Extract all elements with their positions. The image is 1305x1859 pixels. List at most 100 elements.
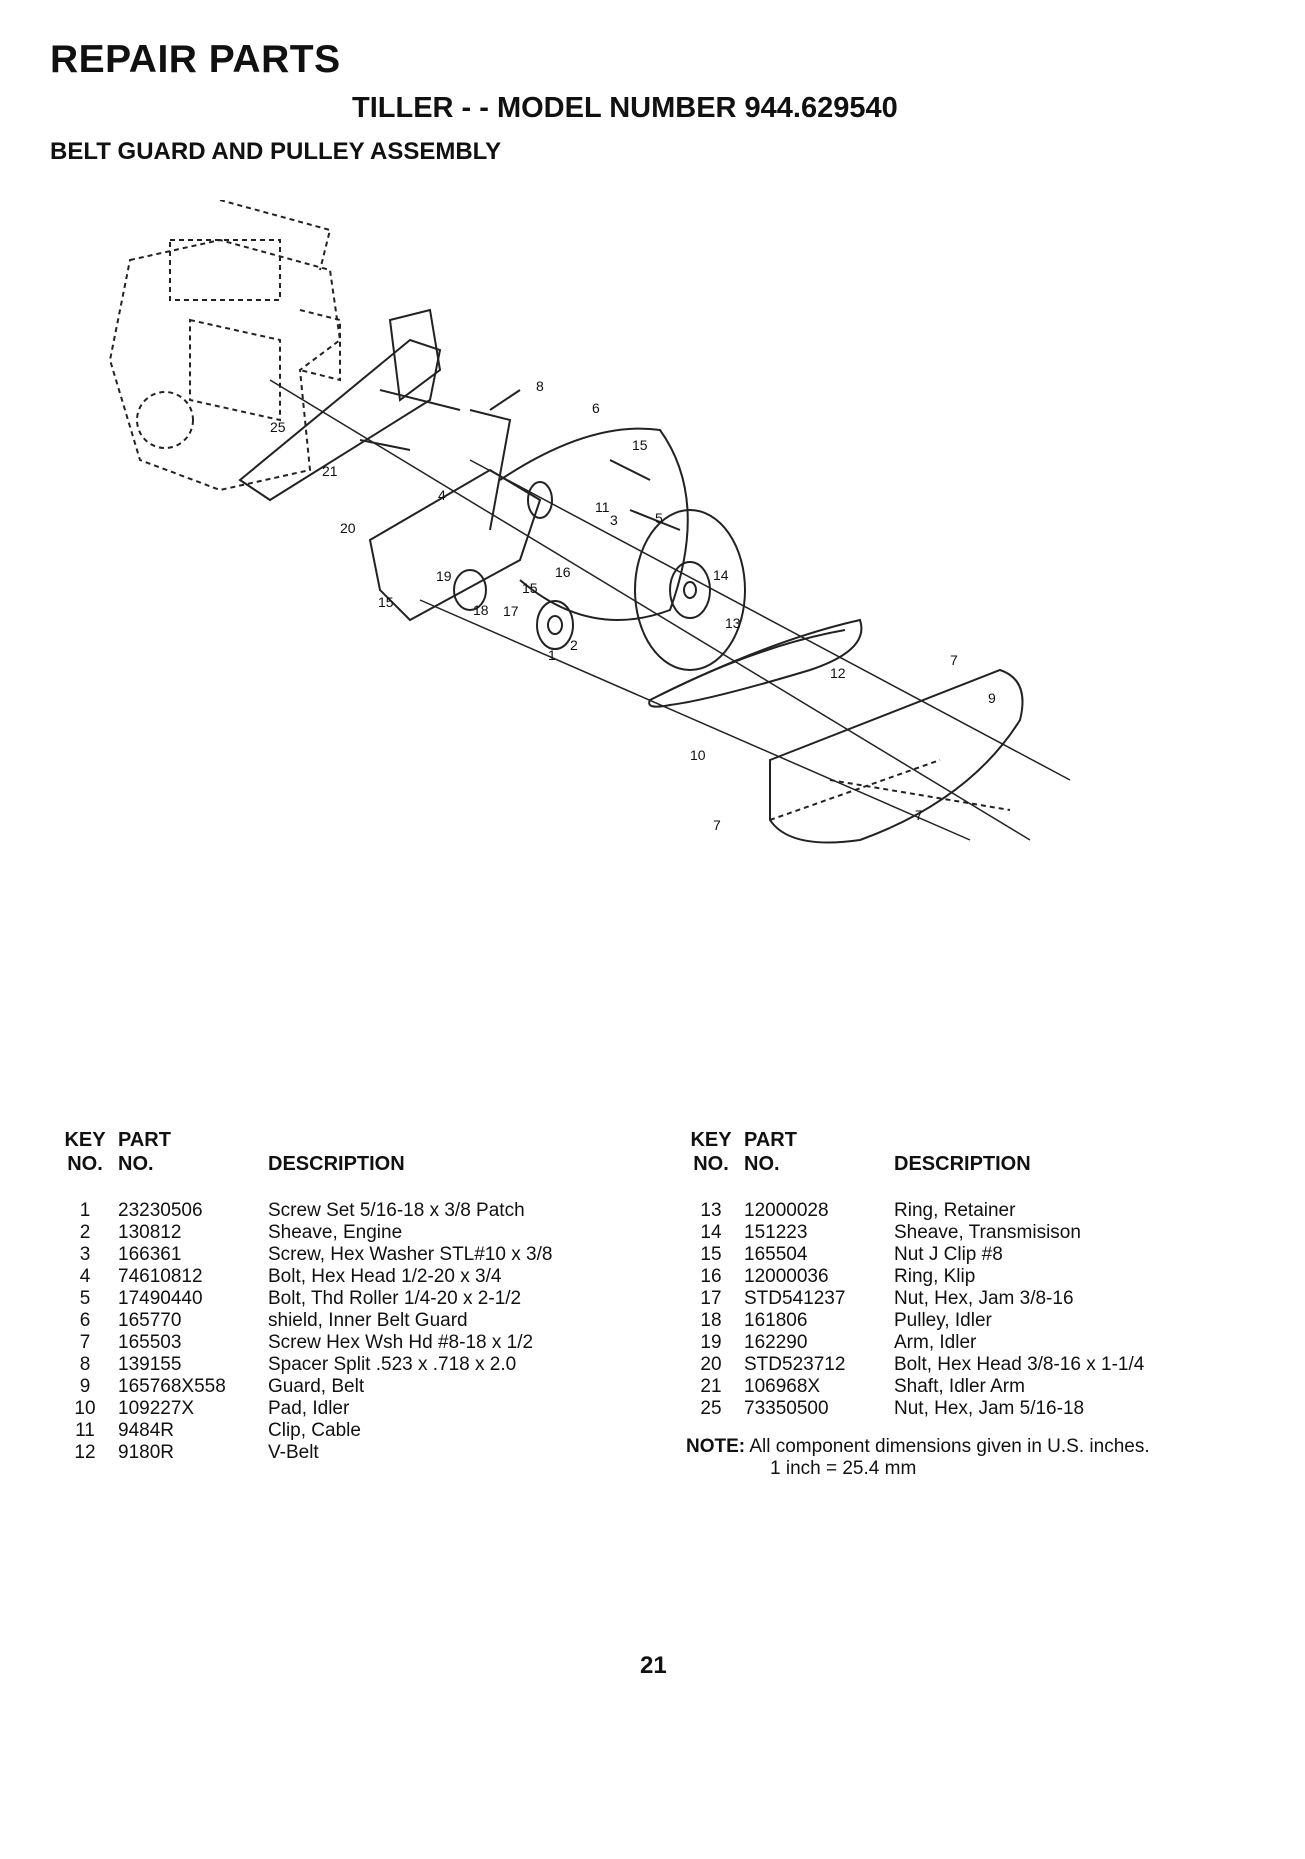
description-cell: Bolt, Hex Head 1/2-20 x 3/4 [268, 1266, 502, 1287]
callout-14: 14 [713, 567, 729, 583]
description-cell: shield, Inner Belt Guard [268, 1310, 468, 1331]
part-no-cell: 23230506 [118, 1200, 203, 1221]
table-row: 7 165503 Screw Hex Wsh Hd #8-18 x 1/2 [60, 1332, 552, 1354]
key-no-cell: 17 [700, 1288, 722, 1309]
note-line1: All component dimensions given in U.S. i… [749, 1436, 1150, 1457]
description-cell: Guard, Belt [268, 1376, 365, 1397]
callout-3: 3 [610, 512, 618, 528]
table-row: 1 23230506 Screw Set 5/16-18 x 3/8 Patch [60, 1200, 552, 1222]
part-no-cell: 74610812 [118, 1266, 203, 1287]
part-no-cell: 165503 [118, 1332, 182, 1353]
callout-2: 2 [570, 637, 578, 653]
description-cell: Screw, Hex Washer STL#10 x 3/8 [268, 1244, 553, 1265]
table-row: 4 74610812 Bolt, Hex Head 1/2-20 x 3/4 [60, 1266, 552, 1288]
callout-9: 9 [988, 690, 996, 706]
description-header: DESCRIPTION [268, 1153, 405, 1175]
transmission-sheave [634, 509, 746, 671]
belt-guard [769, 668, 1024, 844]
part-no-cell: 73350500 [744, 1398, 829, 1419]
part-no-cell: 165768X558 [118, 1376, 226, 1397]
key-no-cell: 5 [79, 1288, 91, 1309]
v-belt [648, 618, 863, 708]
description-cell: Pulley, Idler [894, 1310, 992, 1331]
part-no-cell: 162290 [744, 1332, 808, 1353]
callout-12: 12 [830, 665, 846, 681]
page-title: REPAIR PARTS [50, 38, 341, 81]
callout-15c: 15 [378, 594, 394, 610]
part-no-cell: 9484R [118, 1420, 174, 1441]
callout-19: 19 [436, 568, 452, 584]
callout-18: 18 [473, 602, 489, 618]
description-cell: Screw Set 5/16-18 x 3/8 Patch [268, 1200, 525, 1221]
key-no-cell: 6 [79, 1310, 91, 1331]
idler-pulley [453, 569, 487, 611]
description-cell: Bolt, Thd Roller 1/4-20 x 2-1/2 [268, 1288, 522, 1309]
description-cell: Screw Hex Wsh Hd #8-18 x 1/2 [268, 1332, 534, 1353]
part-no-cell: 12000028 [744, 1200, 829, 1221]
description-cell: Sheave, Engine [268, 1222, 403, 1243]
key-no-cell: 4 [79, 1266, 91, 1287]
key-no-cell: 20 [700, 1354, 722, 1375]
part-no-cell: 151223 [744, 1222, 808, 1243]
part-no-cell: 165504 [744, 1244, 808, 1265]
diagram-svg: 1 2 3 4 5 6 7 7 7 8 9 10 11 12 13 14 15 … [108, 199, 1071, 844]
callout-1: 1 [548, 647, 556, 663]
part-no-cell: 130812 [118, 1222, 182, 1243]
description-cell: Bolt, Hex Head 3/8-16 x 1-1/4 [894, 1354, 1145, 1375]
description-cell: Ring, Retainer [894, 1200, 1016, 1221]
key-no-cell: 3 [79, 1244, 91, 1265]
callout-10: 10 [690, 747, 706, 763]
key-no-cell: 15 [700, 1244, 722, 1265]
table-row: 2 130812 Sheave, Engine [60, 1222, 552, 1244]
description-cell: Sheave, Transmisison [894, 1222, 1081, 1243]
mount-bracket [238, 338, 442, 502]
callout-7c: 7 [915, 807, 923, 823]
key-no-cell: 11 [75, 1420, 95, 1441]
callout-20: 20 [340, 520, 356, 536]
callout-25: 25 [270, 419, 286, 435]
part-no-cell: STD523712 [744, 1354, 846, 1375]
callout-11: 11 [595, 499, 610, 515]
description-cell: Pad, Idler [268, 1398, 350, 1419]
dimension-note: NOTE: All component dimensions given in … [686, 1436, 1150, 1480]
key-no-cell: 7 [79, 1332, 91, 1353]
part-no-cell: STD541237 [744, 1288, 846, 1309]
note-label: NOTE: [686, 1436, 746, 1457]
key-no-cell: 12 [74, 1442, 96, 1463]
table-row: 20 STD523712 Bolt, Hex Head 3/8-16 x 1-1/4 [686, 1354, 1144, 1376]
description-cell: Nut, Hex, Jam 3/8-16 [894, 1288, 1074, 1309]
engine-sheave [536, 600, 574, 650]
part-no-cell: 109227X [118, 1398, 195, 1419]
part-no-cell: 161806 [744, 1310, 808, 1331]
callout-7b: 7 [713, 817, 721, 833]
exploded-parts-diagram: 1 2 3 4 5 6 7 7 7 8 9 10 11 12 13 14 15 … [70, 199, 1230, 1020]
callout-16: 16 [555, 564, 571, 580]
key-no-cell: 2 [79, 1222, 91, 1243]
callout-21: 21 [322, 463, 338, 479]
key-no-cell: 9 [79, 1376, 91, 1397]
description-cell: Arm, Idler [894, 1332, 977, 1353]
description-cell: V-Belt [268, 1442, 319, 1463]
description-header: DESCRIPTION [894, 1153, 1031, 1175]
key-no-cell: 1 [79, 1200, 91, 1221]
callout-4: 4 [438, 487, 446, 503]
